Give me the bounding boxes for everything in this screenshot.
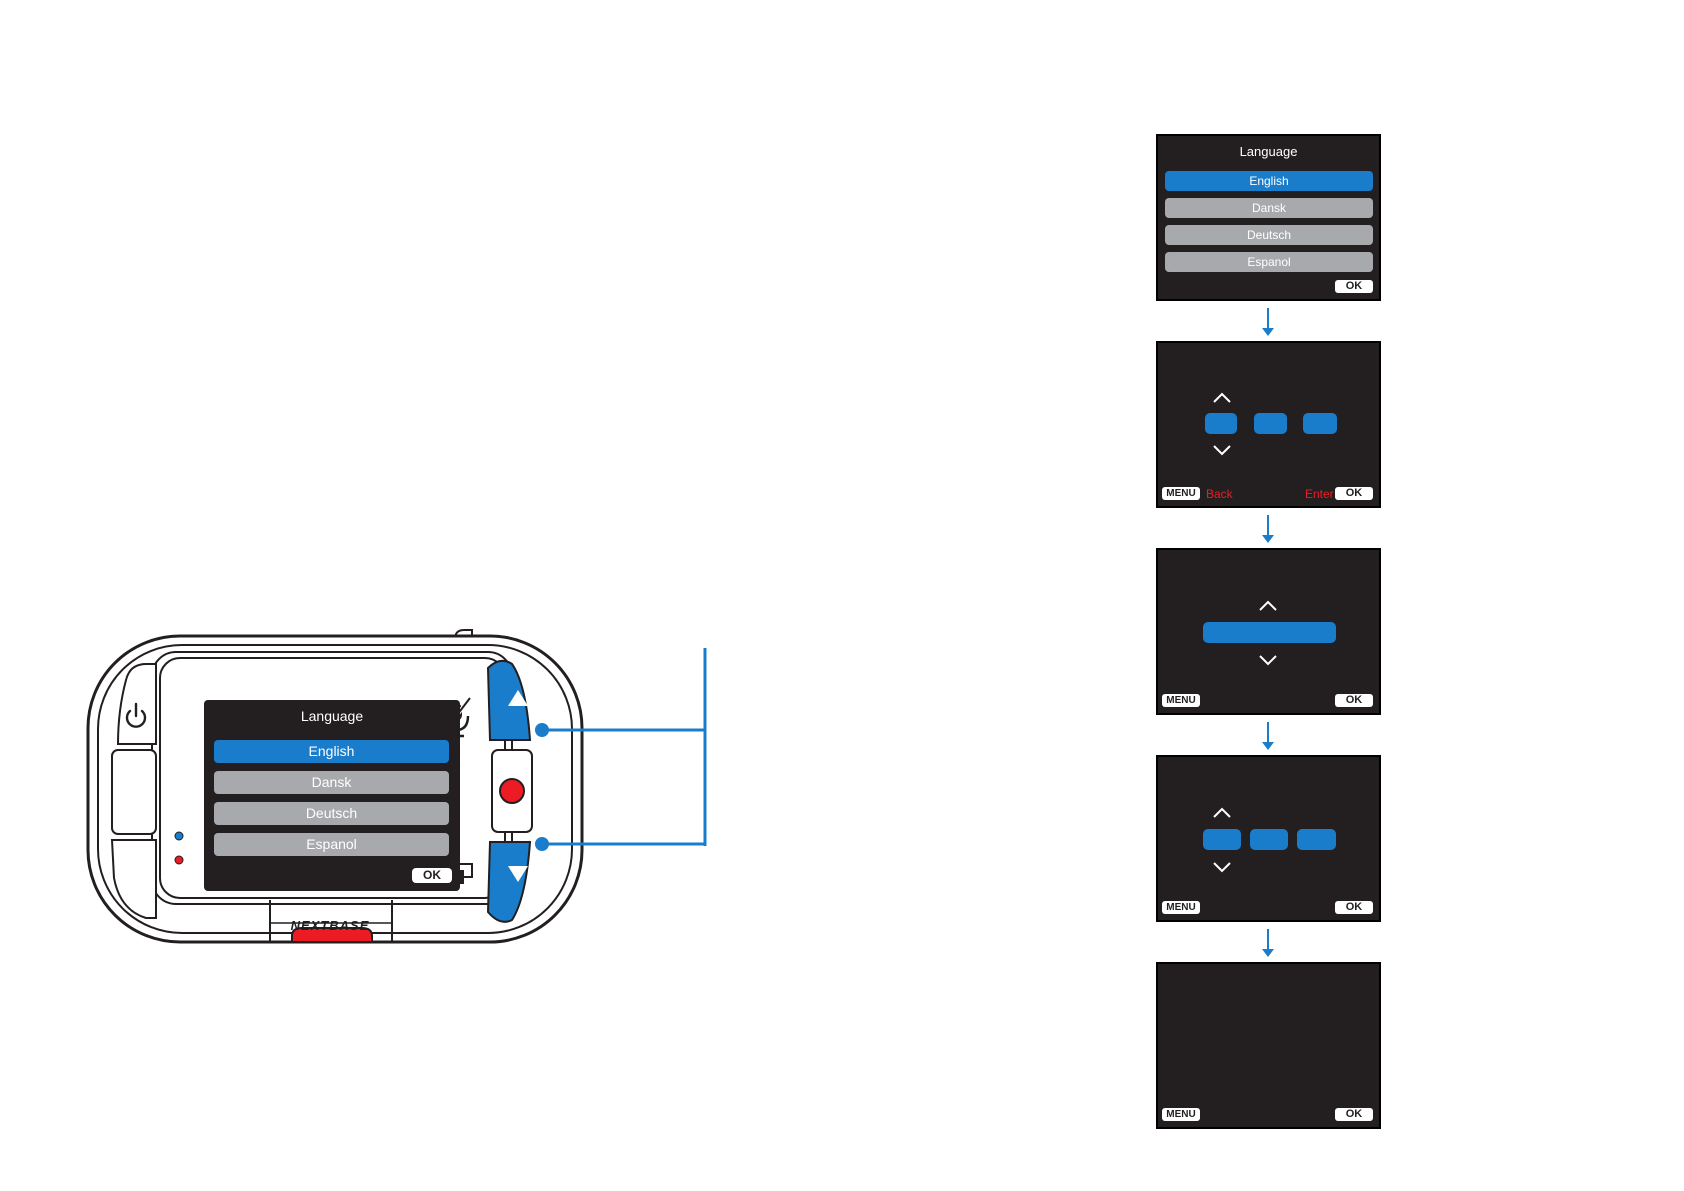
step-2-field-2[interactable] bbox=[1254, 413, 1287, 434]
step-2-enter-label: Enter bbox=[1305, 487, 1334, 501]
device-screen: Language English Dansk Deutsch Espanol O… bbox=[204, 700, 460, 891]
step-5-screen: MENU OK bbox=[1156, 962, 1381, 1129]
chevron-up-icon bbox=[1212, 392, 1232, 404]
flow-arrow-4 bbox=[1267, 929, 1269, 951]
step-2-back-label: Back bbox=[1206, 487, 1233, 501]
step-2-ok-button[interactable]: OK bbox=[1335, 487, 1373, 500]
language-option-espanol[interactable]: Espanol bbox=[214, 833, 449, 856]
step-4-field-1[interactable] bbox=[1203, 829, 1241, 850]
step-1-option-english[interactable]: English bbox=[1165, 171, 1373, 191]
step-5-menu-button[interactable]: MENU bbox=[1162, 1108, 1200, 1121]
chevron-down-icon bbox=[1212, 861, 1232, 873]
step-4-field-2[interactable] bbox=[1250, 829, 1288, 850]
screen-title: Language bbox=[204, 708, 460, 724]
step-1-title: Language bbox=[1158, 144, 1379, 159]
brand-logo: NEXTBASE bbox=[280, 918, 380, 933]
chevron-down-icon bbox=[1212, 444, 1232, 456]
step-5-ok-button[interactable]: OK bbox=[1335, 1108, 1373, 1121]
flow-arrow-1 bbox=[1267, 308, 1269, 330]
left-middle-button bbox=[112, 750, 156, 834]
step-2-date-screen: MENU Back Enter OK bbox=[1156, 341, 1381, 508]
step-1-option-dansk[interactable]: Dansk bbox=[1165, 198, 1373, 218]
chevron-down-icon bbox=[1258, 654, 1278, 666]
step-3-field[interactable] bbox=[1203, 622, 1336, 643]
step-2-field-3[interactable] bbox=[1303, 413, 1337, 434]
chevron-up-icon bbox=[1258, 600, 1278, 612]
step-1-option-deutsch[interactable]: Deutsch bbox=[1165, 225, 1373, 245]
step-4-menu-button[interactable]: MENU bbox=[1162, 901, 1200, 914]
language-option-dansk[interactable]: Dansk bbox=[214, 771, 449, 794]
language-option-deutsch[interactable]: Deutsch bbox=[214, 802, 449, 825]
step-1-language-screen: Language English Dansk Deutsch Espanol O… bbox=[1156, 134, 1381, 301]
step-4-time-screen: MENU OK bbox=[1156, 755, 1381, 922]
step-3-menu-button[interactable]: MENU bbox=[1162, 694, 1200, 707]
language-option-english[interactable]: English bbox=[214, 740, 449, 763]
step-4-field-3[interactable] bbox=[1297, 829, 1336, 850]
step-1-ok-button[interactable]: OK bbox=[1335, 280, 1373, 293]
step-4-ok-button[interactable]: OK bbox=[1335, 901, 1373, 914]
step-2-field-1[interactable] bbox=[1205, 413, 1237, 434]
chevron-up-icon bbox=[1212, 807, 1232, 819]
step-3-screen: MENU OK bbox=[1156, 548, 1381, 715]
step-3-ok-button[interactable]: OK bbox=[1335, 694, 1373, 707]
step-2-menu-button[interactable]: MENU bbox=[1162, 487, 1200, 500]
flow-arrow-3 bbox=[1267, 722, 1269, 744]
flow-arrow-2 bbox=[1267, 515, 1269, 537]
step-1-option-espanol[interactable]: Espanol bbox=[1165, 252, 1373, 272]
ok-button[interactable]: OK bbox=[412, 868, 452, 883]
